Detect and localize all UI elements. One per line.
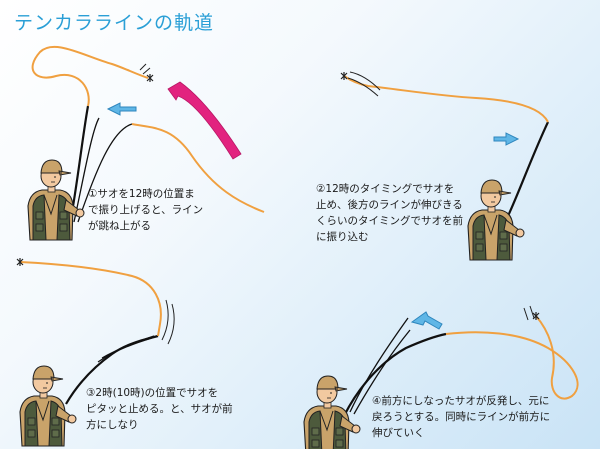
- panel-step-4: [303, 305, 579, 449]
- rod-motion-line: [349, 317, 409, 413]
- line-trajectory-step-4: [445, 315, 579, 400]
- caption-line: ピタッと止める。と、サオが前: [86, 403, 233, 415]
- magenta-arrow-icon: [167, 81, 242, 160]
- page-title: テンカララインの軌道: [14, 12, 215, 34]
- line-trajectory-step-1: [131, 123, 265, 213]
- blue-arrow-icon: [410, 311, 443, 330]
- caption-step-1: ①サオを12時の位置ま で振り上げると、ライン が跳ね上がる: [88, 186, 203, 234]
- angler-icon: [27, 159, 85, 241]
- motion-lines-icon: [523, 305, 535, 321]
- caption-line: 止め、後方のラインが伸びきる: [316, 199, 463, 211]
- rod-motion-line: [101, 335, 155, 359]
- caption-line: 方にしなり: [86, 419, 139, 431]
- caption-step-4: ④前方にしなったサオが反発し、元に 戻ろうとする。同時にラインが前方に 伸びてい…: [372, 393, 550, 441]
- line-trajectory-step-2: [343, 75, 549, 123]
- line-trajectory-step-1: [31, 45, 149, 107]
- caption-line: 伸びていく: [372, 427, 425, 439]
- angler-icon: [303, 375, 361, 449]
- panel-step-2: [340, 71, 549, 261]
- angler-icon: [19, 365, 77, 447]
- caption-line: ④前方にしなったサオが反発し、元に: [372, 395, 550, 407]
- rod-step-2: [507, 121, 549, 217]
- rod-motion-line: [353, 329, 411, 415]
- blue-arrow-icon: [106, 102, 137, 116]
- angler-icon: [467, 179, 525, 261]
- caption-line: で振り上げると、ライン: [88, 204, 204, 216]
- caption-step-2: ②12時のタイミングでサオを 止め、後方のラインが伸びきる くらいのタイミングで…: [316, 181, 463, 245]
- motion-lines-icon: [347, 71, 381, 97]
- panel-step-1: [27, 45, 265, 241]
- motion-lines-icon: [161, 299, 175, 345]
- fly-icon: [340, 71, 348, 81]
- caption-line: くらいのタイミングでサオを前: [316, 215, 463, 227]
- caption-step-3: ③2時(10時)の位置でサオを ピタッと止める。と、サオが前 方にしなり: [86, 385, 233, 433]
- caption-line: に振り込む: [316, 231, 369, 243]
- rod-motion-line: [97, 337, 153, 363]
- motion-lines-icon: [139, 63, 151, 75]
- caption-line: ①サオを12時の位置ま: [88, 188, 195, 200]
- blue-arrow-icon: [493, 132, 520, 146]
- caption-line: ③2時(10時)の位置でサオを: [86, 387, 219, 399]
- caption-line: が跳ね上がる: [88, 220, 151, 232]
- rod-motion-line: [77, 123, 133, 223]
- caption-line: 戻ろうとする。同時にラインが前方に: [372, 411, 551, 423]
- rod-step-4: [343, 332, 447, 417]
- line-trajectory-step-3: [19, 261, 162, 337]
- panel-step-3: [16, 257, 175, 447]
- rod-motion-line: [73, 117, 100, 223]
- caption-line: ②12時のタイミングでサオを: [316, 183, 455, 195]
- fly-icon: [532, 311, 540, 321]
